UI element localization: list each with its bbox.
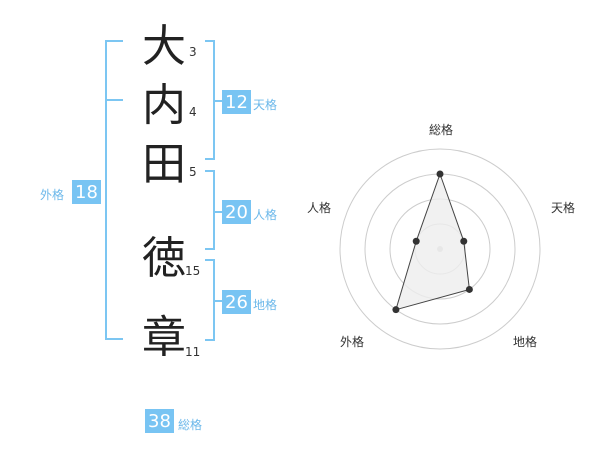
- gaikaku-label: 外格: [40, 188, 65, 202]
- jinkaku-value-badge: 20: [222, 200, 251, 224]
- tenkaku-bracket-tick: [213, 100, 222, 102]
- radar-point-gaikaku: [392, 306, 400, 314]
- radar-point-tenkaku: [460, 237, 468, 245]
- radar-label-chikaku: 地格: [513, 334, 537, 349]
- radar-label-gaikaku: 外格: [340, 334, 364, 349]
- chikaku-value-badge: 26: [222, 290, 251, 314]
- gaikaku-bracket-top: [105, 40, 123, 42]
- chikaku-bracket-tick: [213, 300, 222, 302]
- radar-label-soukaku: 総格: [429, 122, 453, 137]
- stroke-count-4: 15: [185, 264, 201, 278]
- stroke-count-3: 5: [189, 165, 197, 179]
- stroke-count-2: 4: [189, 105, 197, 119]
- radar-label-jinkaku: 人格: [307, 200, 331, 215]
- radar-dots: [392, 170, 473, 314]
- gaikaku-value-badge: 18: [72, 180, 101, 204]
- chikaku-bracket-bottom: [205, 339, 215, 341]
- radar-point-soukaku: [436, 170, 444, 178]
- jinkaku-label: 人格: [253, 208, 278, 222]
- stroke-count-1: 3: [189, 45, 197, 59]
- soukaku-value-badge: 38: [145, 409, 174, 433]
- jinkaku-bracket-tick: [213, 211, 222, 213]
- tenkaku-bracket-top: [205, 40, 215, 42]
- name-char-5: 章: [142, 312, 186, 363]
- tenkaku-label: 天格: [253, 98, 278, 112]
- name-char-2: 内: [142, 80, 186, 131]
- gaikaku-bracket-bottom: [105, 338, 123, 340]
- name-char-3: 田: [142, 139, 186, 190]
- gaikaku-bracket-vertical: [105, 40, 107, 340]
- radar-ring-4: [339, 148, 541, 350]
- radar-point-chikaku: [465, 285, 473, 293]
- chikaku-label: 地格: [253, 298, 278, 312]
- jinkaku-bracket-bottom: [205, 248, 215, 250]
- jinkaku-bracket-top: [205, 170, 215, 172]
- stroke-count-5: 11: [185, 345, 201, 359]
- gaikaku-bracket-mid: [105, 99, 123, 101]
- radar-polygon: [395, 172, 470, 311]
- tenkaku-bracket-bottom: [205, 158, 215, 160]
- name-char-1: 大: [142, 21, 186, 72]
- jinkaku-bracket-vertical: [213, 170, 215, 250]
- name-char-4: 徳: [142, 233, 186, 284]
- radar-label-tenkaku: 天格: [551, 200, 575, 215]
- tenkaku-value-badge: 12: [222, 90, 251, 114]
- radar-point-jinkaku: [412, 237, 420, 245]
- chikaku-bracket-top: [205, 259, 215, 261]
- soukaku-label: 総格: [178, 418, 203, 432]
